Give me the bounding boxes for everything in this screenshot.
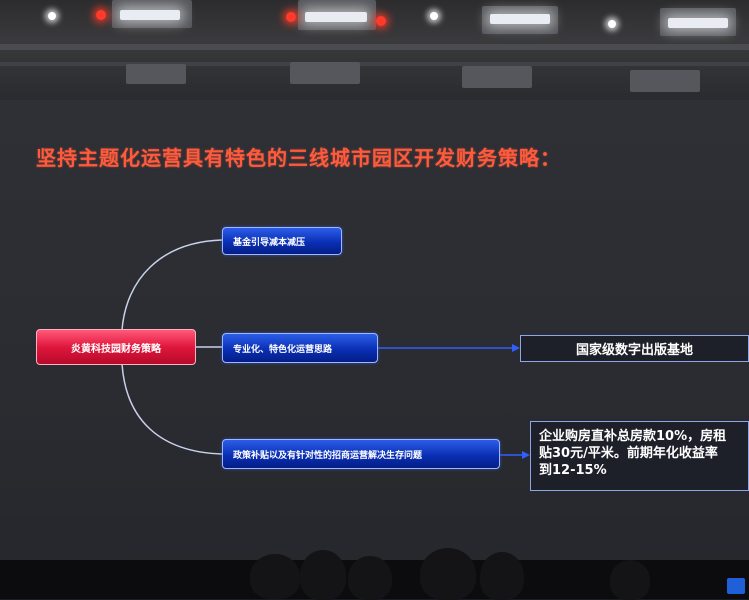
light-fixture [462, 66, 532, 88]
connector-line [121, 363, 223, 455]
audience-silhouettes [0, 548, 749, 600]
ceiling [0, 0, 749, 100]
ceiling-light [490, 14, 550, 24]
light-fixture [290, 62, 360, 84]
slide-title: 坚持主题化运营具有特色的三线城市园区开发财务策略： [36, 146, 561, 170]
audience-head [348, 556, 392, 600]
ceiling-light [668, 18, 728, 28]
audience-head [480, 552, 524, 600]
red-stage-light [286, 12, 296, 22]
light-fixture [126, 64, 186, 84]
ceiling-light [305, 12, 367, 22]
lighting-truss [0, 44, 749, 50]
branch-node: 专业化、特色化运营思路 [222, 333, 378, 363]
audience-head [420, 548, 476, 600]
branch-node: 基金引导减本减压 [222, 227, 342, 255]
result-node-text: 企业购房直补总房款10%，房租 贴30元/平米。前期年化收益率 到12-15% [539, 429, 727, 478]
result-node: 国家级数字出版基地 [520, 335, 749, 362]
app-logo-icon [727, 578, 745, 594]
audience-head [250, 554, 300, 599]
light-fixture [630, 70, 700, 92]
connector-line [121, 239, 223, 331]
spotlight [608, 20, 616, 28]
lighting-truss-lower [0, 62, 749, 66]
branch-node: 政策补贴以及有针对性的招商运营解决生存问题 [222, 439, 500, 469]
spotlight [430, 12, 438, 20]
spotlight [48, 12, 56, 20]
red-stage-light [96, 10, 106, 20]
audience-head [610, 560, 650, 600]
red-stage-light [376, 16, 386, 26]
result-node: 企业购房直补总房款10%，房租 贴30元/平米。前期年化收益率 到12-15% [530, 421, 749, 491]
arrow-head-icon [522, 451, 530, 459]
arrow-head-icon [512, 344, 520, 352]
root-node: 炎黄科技园财务策略 [36, 329, 196, 365]
ceiling-light [120, 10, 180, 20]
audience-head [300, 550, 346, 600]
